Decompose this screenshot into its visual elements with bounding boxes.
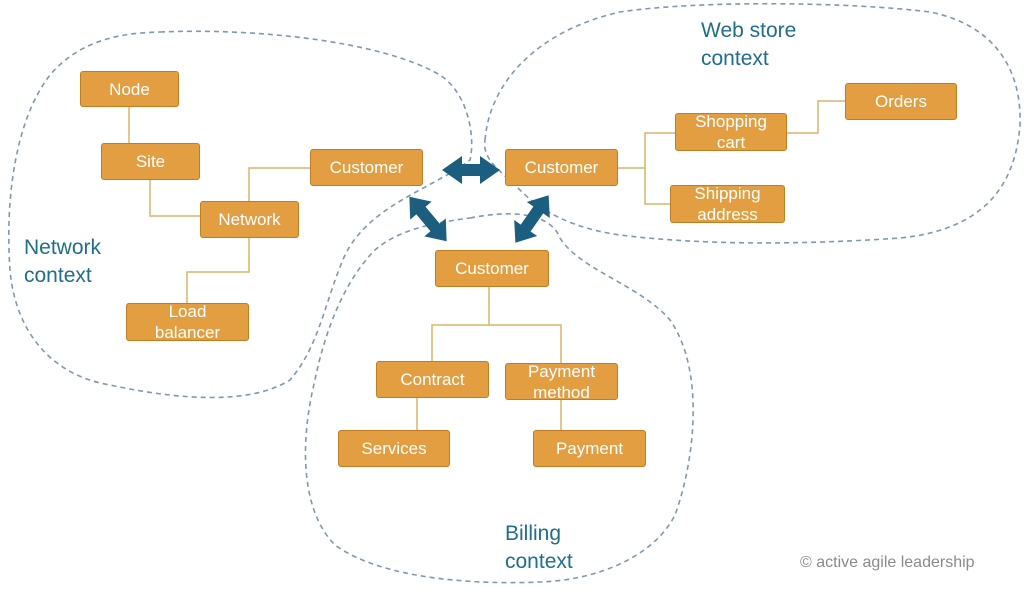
connector-cart-orders: [787, 100, 845, 134]
network-box: Network: [200, 201, 299, 238]
network-context-boundary: [8, 30, 473, 399]
network-context-label: Network context: [24, 236, 102, 287]
connector-customer-paymentmethod: [489, 324, 562, 364]
customer-billing-box: Customer: [435, 250, 549, 287]
load-balancer-box: Load balancer: [126, 303, 249, 341]
connector-network-loadbalancer: [186, 238, 250, 304]
copyright-credit: © active agile leadership: [800, 554, 975, 571]
customer-webstore-box: Customer: [505, 149, 618, 186]
billing-context-boundary: [304, 213, 694, 584]
shipping-address-box: Shipping address: [670, 185, 785, 223]
double-arrow-webstore-billing: [514, 195, 550, 243]
payment-method-box: Payment method: [505, 363, 618, 400]
customer-network-box: Customer: [310, 149, 423, 186]
node-box: Node: [80, 71, 179, 107]
shopping-cart-box: Shopping cart: [675, 113, 787, 151]
connector-customer-contract-payment: [431, 287, 490, 362]
site-box: Site: [101, 143, 200, 180]
payment-box: Payment: [533, 430, 646, 467]
connector-site-network: [149, 180, 200, 217]
connector-customer-shipping: [644, 168, 670, 205]
connector-network-customer: [248, 167, 310, 201]
double-arrow-network-billing: [409, 196, 447, 242]
double-arrow-network-webstore: [442, 156, 500, 184]
webstore-context-boundary: [483, 2, 1021, 244]
services-box: Services: [338, 430, 450, 467]
connector-customer-cart: [618, 132, 675, 169]
contract-box: Contract: [376, 361, 489, 398]
orders-box: Orders: [845, 83, 957, 120]
billing-context-label: Billing context: [505, 522, 573, 573]
webstore-context-label: Web store context: [701, 19, 797, 70]
